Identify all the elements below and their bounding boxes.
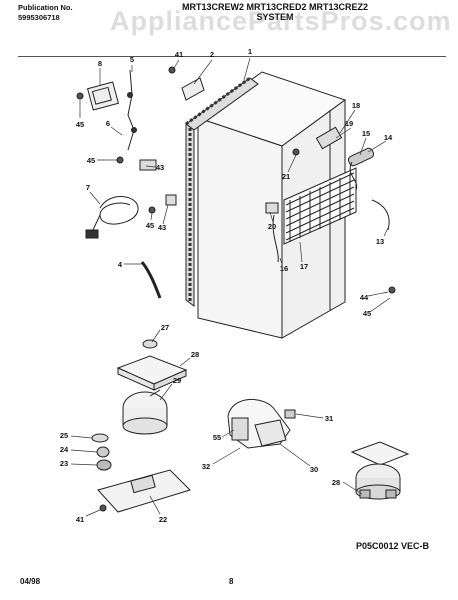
drier <box>347 147 375 191</box>
drain-pan <box>116 355 188 391</box>
model-numbers: MRT13CREW2 MRT13CRED2 MRT13CREZ2 <box>182 2 369 12</box>
power-cord <box>85 195 139 239</box>
compressor <box>122 389 168 435</box>
section-title: SYSTEM <box>256 12 294 22</box>
callout-13: 13 <box>376 237 384 246</box>
wire-harness <box>127 69 137 151</box>
callout-8: 8 <box>98 59 102 68</box>
callout-25: 25 <box>60 431 68 440</box>
callout-45: 45 <box>87 156 95 165</box>
publication-label: Publication No. <box>18 3 73 12</box>
callout-22: 22 <box>159 515 167 524</box>
callout-41: 41 <box>76 515 84 524</box>
callout-32: 32 <box>202 462 210 471</box>
bracket <box>181 77 205 101</box>
drain-tube <box>140 261 162 299</box>
footer-date: 04/98 <box>20 577 41 586</box>
diagram-code: P05C0012 VEC-B <box>356 541 430 551</box>
callout-55: 55 <box>213 433 221 442</box>
watermark-logo: AppliancePartsPros.com <box>110 6 452 36</box>
callout-15: 15 <box>362 129 370 138</box>
callout-31: 31 <box>325 414 333 423</box>
callout-19: 19 <box>345 119 353 128</box>
callout-30: 30 <box>310 465 318 474</box>
callout-5: 5 <box>130 55 134 64</box>
callout-21: 21 <box>282 172 290 181</box>
callout-27: 27 <box>161 323 169 332</box>
page-number: 8 <box>229 577 234 586</box>
callout-44: 44 <box>360 293 369 302</box>
leader-lines <box>70 57 391 517</box>
callout-labels: 1 2 41 8 5 45 6 45 43 7 45 43 4 18 19 15… <box>60 47 393 524</box>
publication-number: 5995306718 <box>18 13 60 22</box>
callout-4: 4 <box>118 260 123 269</box>
callout-45: 45 <box>146 221 154 230</box>
callout-45: 45 <box>363 309 371 318</box>
condenser-coil <box>283 167 357 245</box>
callout-26: 28 <box>191 350 199 359</box>
callout-16: 16 <box>280 264 288 273</box>
model-title: MRT13CREW2 MRT13CRED2 MRT13CREZ2 SYSTEM <box>182 2 368 22</box>
callout-7: 7 <box>86 183 90 192</box>
callout-45: 45 <box>76 120 84 129</box>
callout-24: 24 <box>60 445 69 454</box>
callout-1: 1 <box>248 47 252 56</box>
overload-relay <box>227 398 296 449</box>
callout-20: 20 <box>268 222 276 231</box>
callout-18: 18 <box>352 101 360 110</box>
clamp-parts <box>139 126 343 214</box>
door-gasket <box>185 76 259 307</box>
tube-16 <box>272 214 279 263</box>
callout-43: 43 <box>158 223 166 232</box>
compressor-assembly <box>350 441 410 500</box>
callout-28: 28 <box>332 478 340 487</box>
callout-14: 14 <box>384 133 393 142</box>
callout-43: 43 <box>156 163 164 172</box>
callout-29: 29 <box>173 376 181 385</box>
header-divider <box>18 56 446 57</box>
base-plate <box>97 469 191 513</box>
callout-23: 23 <box>60 459 68 468</box>
tube-13 <box>371 199 390 231</box>
grommet <box>142 339 158 349</box>
callout-41: 41 <box>175 50 183 59</box>
callout-6: 6 <box>106 119 110 128</box>
relay-box <box>86 81 120 111</box>
callout-2: 2 <box>210 50 214 59</box>
callout-17: 17 <box>300 262 308 271</box>
